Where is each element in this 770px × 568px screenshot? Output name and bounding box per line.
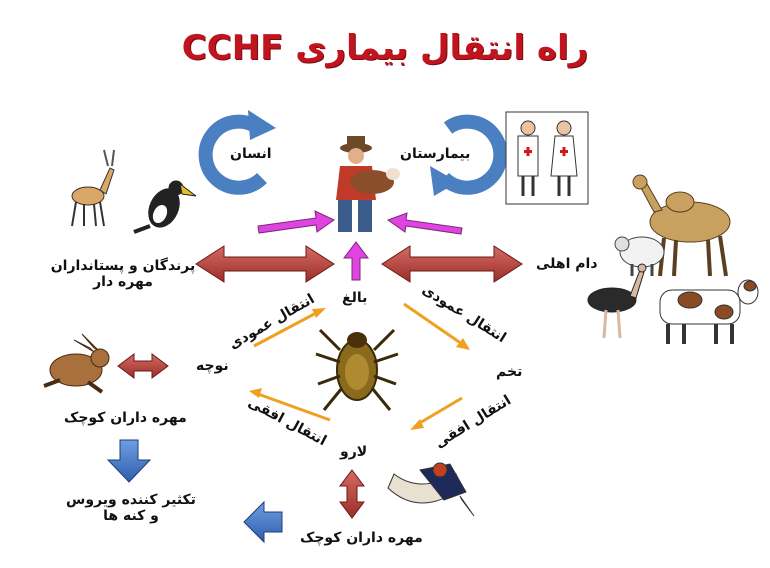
gazelle-image	[71, 149, 115, 227]
label-adult: بالغ	[342, 290, 368, 306]
label-birds-mammals: پرندگان و پستانداران مهره دار	[28, 258, 218, 290]
arrow-small-vertebrates-to-amplifier	[106, 439, 152, 483]
farmer-with-calf-image	[336, 136, 400, 232]
double-arrow-rabbit-nymph	[117, 353, 169, 379]
page-title: راه انتقال بیماری CCHF	[181, 28, 589, 68]
label-hospital: بیمارستان	[400, 146, 471, 162]
human-cycle-arrow-icon	[198, 110, 276, 195]
label-small-vertebrates-bottom: مهره داران کوچک	[300, 530, 423, 546]
camel-image	[632, 174, 731, 277]
label-amplifier-line2: و کنه ها	[103, 508, 159, 524]
label-amplifier-line1: تکثیر کننده ویروس	[66, 492, 196, 508]
label-birds-mammals-line2: مهره دار	[93, 274, 153, 290]
label-human: انسان	[230, 146, 272, 162]
arrow-egg-to-larva	[410, 396, 463, 430]
label-egg: تخم	[496, 364, 523, 380]
rabbit-image	[43, 333, 110, 394]
arrow-adult-to-egg	[403, 302, 470, 350]
doctors-image	[505, 111, 589, 205]
arrow-nymph-to-adult	[253, 308, 326, 348]
label-nymph: نوچه	[196, 358, 229, 374]
double-arrow-larva-small-vertebrates	[339, 469, 365, 519]
hospital-cycle-arrow-icon	[430, 114, 508, 196]
ostrich-image	[587, 263, 647, 339]
swallow-nest-image	[387, 462, 475, 517]
hornbill-image	[133, 180, 197, 234]
sheep-image	[614, 236, 665, 276]
arrow-adult-to-farmer	[343, 241, 369, 281]
label-livestock: دام اهلی	[536, 256, 598, 272]
arrow-bottom-to-amplifier	[243, 500, 283, 544]
cow-image	[659, 279, 759, 344]
double-arrow-birds-tick	[195, 245, 335, 283]
tick-image	[315, 328, 399, 411]
label-larva: لارو	[340, 444, 368, 460]
label-amplifier: تکثیر کننده ویروس و کنه ها	[56, 492, 206, 524]
double-arrow-tick-livestock	[381, 245, 523, 283]
label-birds-mammals-line1: پرندگان و پستانداران	[50, 258, 196, 274]
arrow-hospital-to-farmer	[386, 212, 463, 235]
arrow-farmer-to-human-cycle	[257, 210, 335, 234]
label-small-vertebrates-left: مهره داران کوچک	[64, 410, 187, 426]
arrow-larva-to-nymph	[249, 388, 331, 422]
